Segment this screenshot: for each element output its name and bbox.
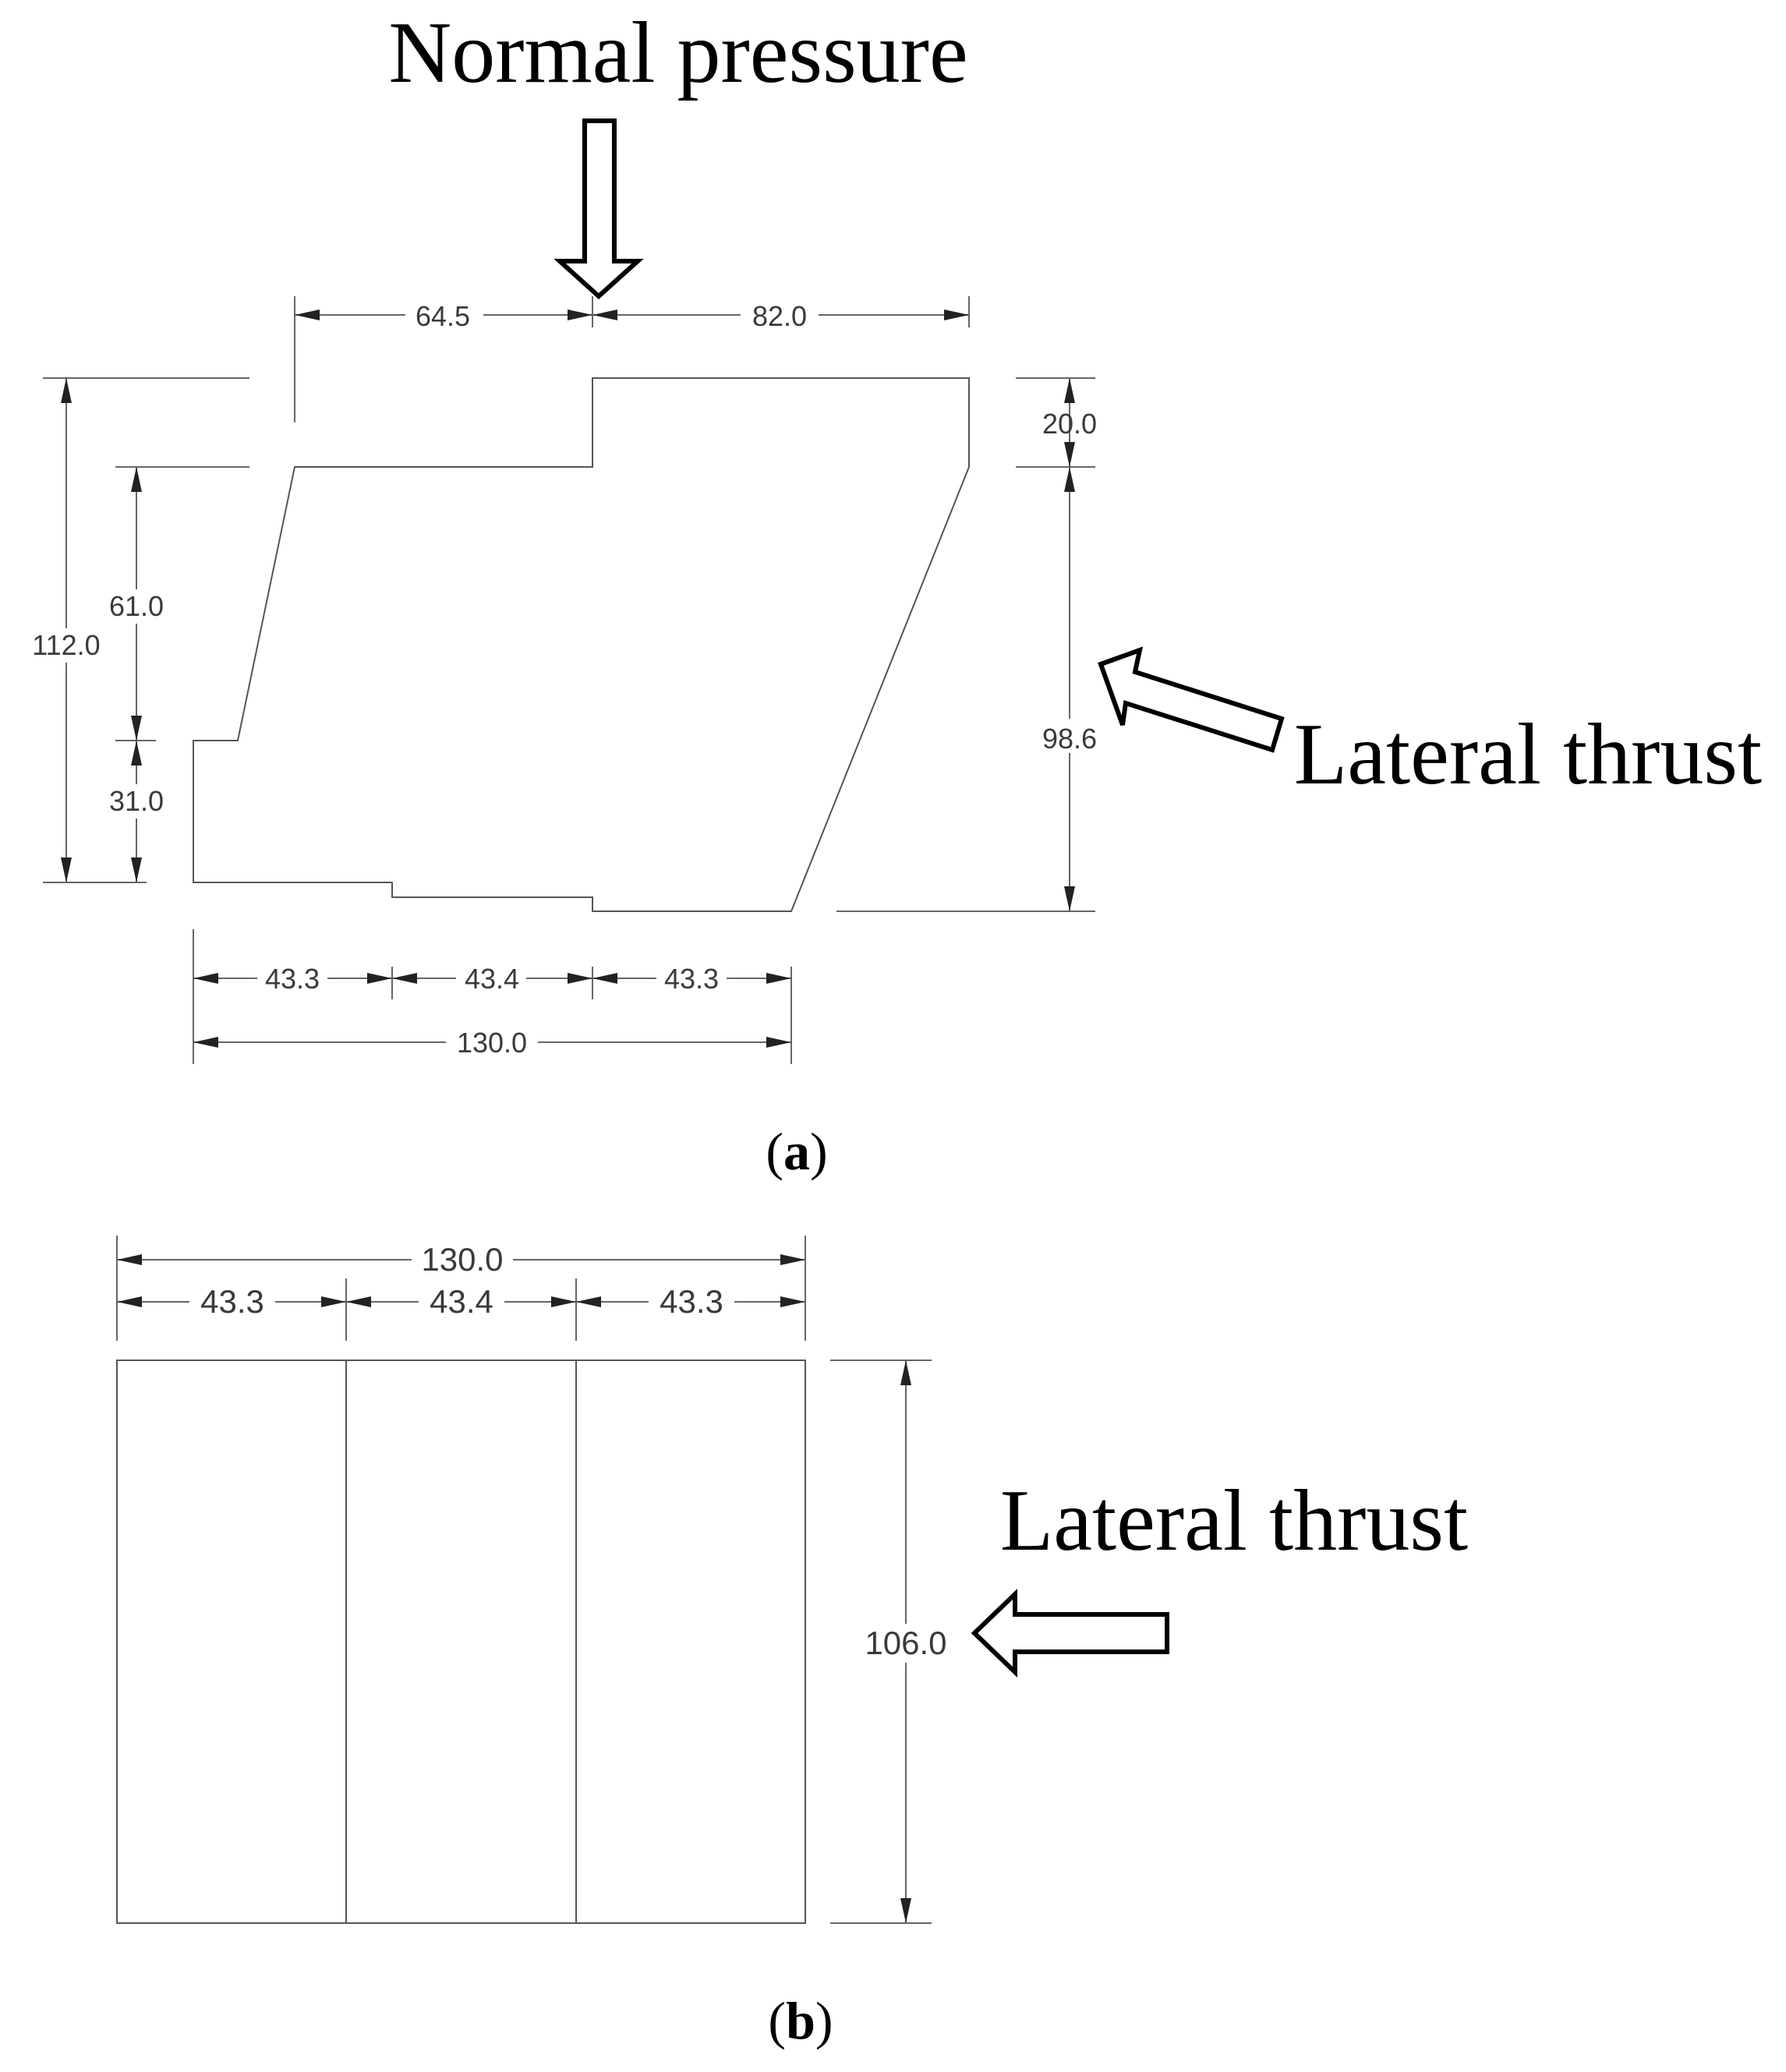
normal-pressure-arrow [553,118,644,300]
dim-top-seg-2-b: 43.4 [430,1283,493,1320]
dim-right-step-height: 20.0 [1042,408,1097,440]
dim-right-height: 98.6 [1042,723,1097,755]
lateral-thrust-arrow-b [971,1588,1169,1678]
dim-left-total-height: 112.0 [32,629,100,661]
normal-pressure-label: Normal pressure [388,5,967,101]
lateral-thrust-label-b: Lateral thrust [1000,1473,1468,1569]
dim-left-upper-height: 61.0 [109,590,164,622]
dim-right-a [836,377,1095,912]
dim-left-lower-height: 31.0 [109,785,164,817]
lateral-thrust-arrow-a [1098,646,1285,753]
dim-bottom-seg-3: 43.3 [664,963,719,995]
caption-a: (a) [766,1122,827,1181]
figure-a: Normal pressure 64.5 82.0 [23,5,1762,1181]
dim-top-seg-3-b: 43.3 [660,1283,723,1320]
dim-bottom-total: 130.0 [457,1027,527,1059]
dim-right-height-b: 106.0 [865,1625,946,1661]
dim-top-left-width: 64.5 [416,300,470,332]
dim-bottom-seg-1: 43.3 [265,963,320,995]
lateral-thrust-label-a: Lateral thrust [1294,706,1762,803]
dim-bottom-seg-2: 43.4 [465,963,519,995]
dim-top-seg-1-b: 43.3 [200,1283,264,1320]
dim-top-a [294,296,970,423]
block-b-outline [116,1360,806,1924]
dim-top-right-width: 82.0 [752,300,807,332]
dim-top-total-b: 130.0 [421,1241,503,1278]
block-a-outline [193,377,970,912]
caption-b: (b) [768,1991,833,2050]
figure-b: 130.0 43.3 43.4 43.3 106.0 Lateral thrus… [116,1236,1468,2050]
